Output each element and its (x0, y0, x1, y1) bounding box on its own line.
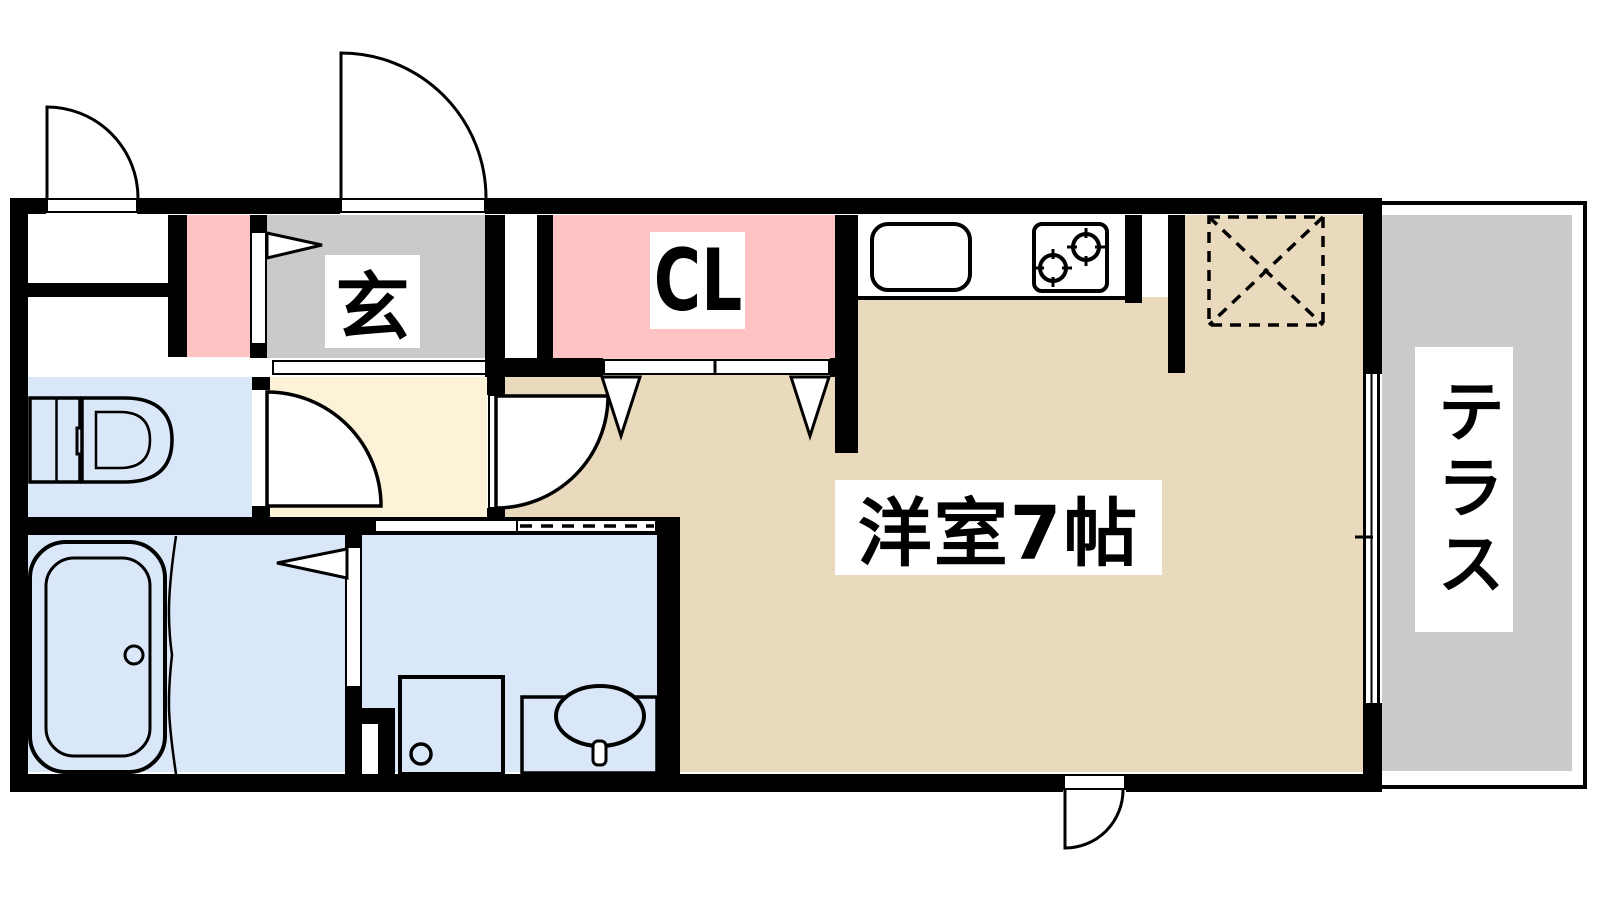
wall-bottom-a (10, 774, 1063, 792)
kitchen-counter (858, 215, 1125, 298)
wall-closet-left (485, 358, 603, 377)
wall-left (10, 198, 28, 792)
wall-kitchen-right-pier1 (1125, 215, 1142, 303)
entrance-closet-door-leaf (250, 231, 267, 345)
terrace-label-text: テラス (1424, 375, 1504, 604)
bathroom-floor (28, 535, 345, 772)
wall-toilet-top (252, 377, 270, 390)
kitchen-counter-edge (858, 296, 1125, 300)
hallway-floor (267, 377, 487, 517)
closet-door-band (603, 359, 830, 375)
western-room-label-text: 洋室7帖 (857, 491, 1140, 577)
terrace-label: テラス (1415, 347, 1513, 632)
entrance-label-text: 玄 (335, 265, 410, 351)
wall-slot-bathroom (362, 724, 378, 774)
entrance-closet-fill (187, 215, 250, 357)
bathroom-door-leaf (345, 546, 362, 688)
toilet-room-floor (28, 377, 252, 517)
wall-right-lower (1363, 703, 1382, 792)
wall-entrance-closet-top (250, 215, 267, 232)
entrance-step (272, 360, 487, 375)
bottom-door-arc (1063, 789, 1125, 850)
washroom-sliding-pocket (516, 519, 657, 533)
entrance-door-arc (339, 51, 488, 199)
wall-pier-a (485, 215, 505, 358)
main-room-door-leaf (488, 394, 505, 509)
wall-toilet-bottom (252, 506, 270, 517)
wall-gap-kitchen (1142, 215, 1168, 297)
wall-storage-divider (28, 283, 168, 297)
wall-pier-b (537, 215, 553, 358)
wall-hall-top (487, 377, 505, 395)
washroom-floor (362, 535, 657, 772)
wall-washroom-right (657, 517, 680, 775)
wall-kitchen-right-pier2 (1168, 215, 1185, 373)
wall-bath-pier (378, 724, 395, 774)
wall-kitchen-left-pier (835, 215, 858, 453)
wall-top-b (137, 198, 340, 214)
door-sill-storage (46, 198, 138, 213)
entrance-label: 玄 (325, 255, 420, 351)
wall-bath-connector (362, 708, 395, 724)
wall-storage-right (168, 215, 187, 357)
western-room-label: 洋室7帖 (835, 480, 1162, 577)
door-sill-entrance (340, 198, 486, 213)
wall-bottom-b (1126, 774, 1382, 792)
wall-right-upper (1363, 198, 1382, 374)
wall-entrance-closet-bottom (250, 344, 267, 358)
wall-hall-bottom (487, 508, 505, 517)
wall-gap-entrance-closet (505, 215, 537, 358)
door-sill-bottom (1063, 774, 1126, 790)
closet-label-text: CL (653, 230, 742, 331)
wall-top-c (485, 198, 1366, 214)
closet-label: CL (650, 230, 745, 331)
storage-door-arc (45, 105, 140, 199)
washroom-sliding-door (374, 519, 518, 533)
